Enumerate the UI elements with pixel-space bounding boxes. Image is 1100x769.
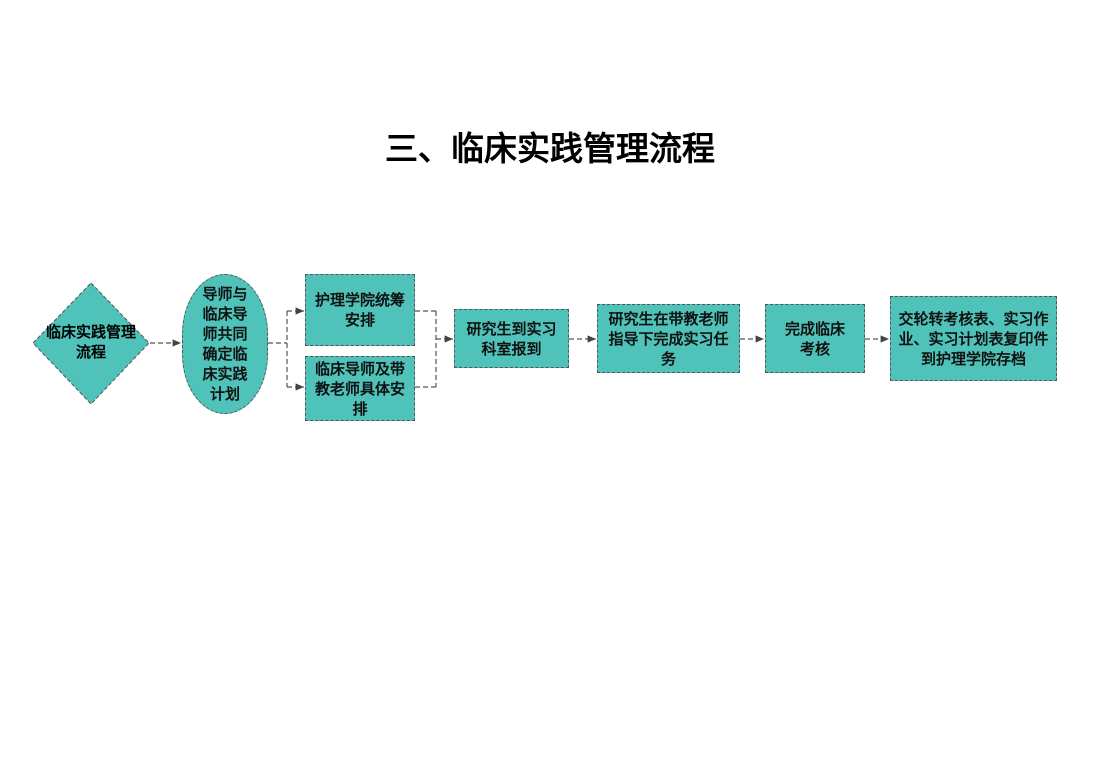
archive-node: 交轮转考核表、实习作业、实习计划表复印件到护理学院存档 [890, 296, 1057, 381]
plan-node: 导师与临床导师共同确定临床实践计划 [182, 274, 268, 414]
tasks-node: 研究生在带教老师指导下完成实习任务 [597, 304, 740, 373]
mentors-node: 临床导师及带教老师具体安排 [305, 356, 415, 421]
start-node: 临床实践管理流程 [32, 282, 150, 405]
start-node-label: 临床实践管理流程 [45, 323, 136, 361]
report-node: 研究生到实习科室报到 [454, 309, 569, 368]
page-title: 三、临床实践管理流程 [385, 129, 715, 168]
school-node: 护理学院统筹安排 [305, 274, 415, 346]
assess-node: 完成临床考核 [765, 304, 865, 373]
